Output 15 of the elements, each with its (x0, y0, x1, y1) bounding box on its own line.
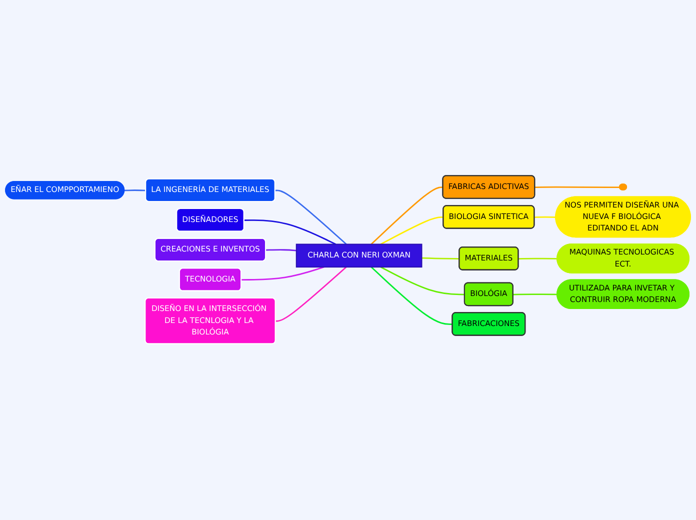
connector (380, 266, 465, 296)
connector (370, 186, 444, 246)
connector (534, 216, 556, 218)
connector (124, 190, 146, 192)
connector (266, 249, 296, 252)
connector (534, 186, 620, 188)
connector (422, 258, 460, 260)
connector (370, 266, 453, 326)
connector (518, 258, 558, 260)
connector (244, 220, 336, 246)
connector (241, 266, 324, 281)
connector (275, 190, 347, 246)
connector (380, 216, 444, 246)
connector (276, 266, 347, 322)
connector (513, 294, 558, 296)
